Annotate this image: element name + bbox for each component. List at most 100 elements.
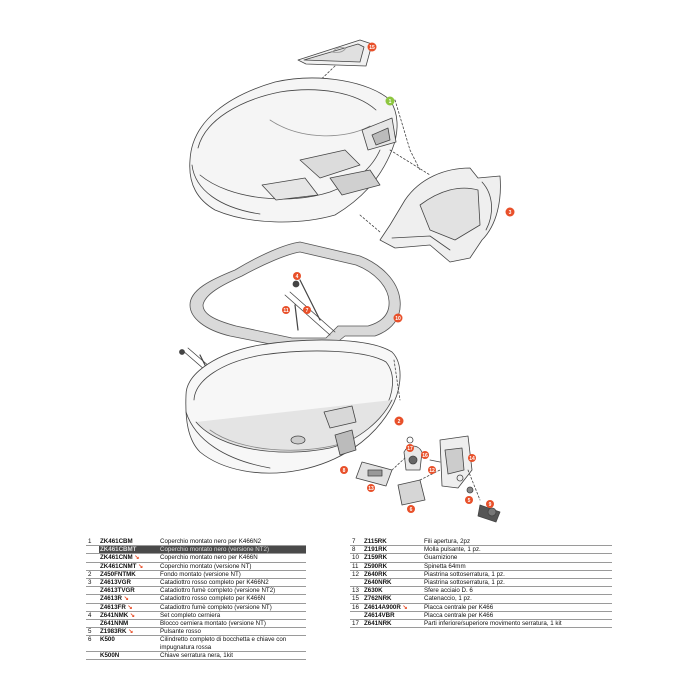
- callout-17: 17: [406, 444, 414, 452]
- callout-4a: 4: [293, 272, 301, 280]
- part-code: Z640RK: [363, 570, 423, 580]
- svg-text:3: 3: [509, 210, 512, 216]
- part-number: [86, 594, 99, 604]
- svg-text:15: 15: [369, 45, 375, 51]
- part-code: Z640NRK: [363, 578, 423, 588]
- part-number: [86, 562, 99, 571]
- part-code-text: ZK461CBMT: [100, 546, 137, 554]
- arrow-icon: ↘: [128, 611, 136, 619]
- part-code: ZK461CNM ↘: [99, 553, 159, 563]
- callout-7: 7: [303, 306, 311, 314]
- part-code: Z4613TVGR: [99, 586, 159, 596]
- part-code-text: ZK461CNM: [100, 554, 133, 562]
- arrow-icon: ↘: [122, 595, 129, 603]
- reflector-part: [379, 167, 501, 263]
- part-code-text: Z4614A900R: [364, 603, 401, 611]
- part-code: Z590RK: [363, 562, 423, 571]
- part-description: Parti inferiore/superiore movimento serr…: [423, 619, 612, 629]
- callout-9: 9: [486, 500, 494, 508]
- callout-8: 8: [340, 466, 348, 474]
- part-code-text: Z191RK: [364, 546, 388, 554]
- part-code-text: Z4613TVGR: [100, 587, 135, 595]
- callout-5: 5: [465, 496, 473, 504]
- part-description: Fondo montato (versione NT): [159, 570, 306, 580]
- part-code: Z1983RK ↘: [99, 627, 159, 637]
- part-description: Pulsante rosso: [159, 627, 306, 637]
- part-number: [86, 545, 99, 555]
- part-code-text: Z641NMK: [100, 611, 129, 619]
- part-number: [86, 619, 99, 629]
- part-number: 4: [86, 611, 99, 621]
- part-number: 13: [350, 586, 363, 596]
- svg-text:16: 16: [422, 453, 428, 459]
- parts-row: ZK461CNM ↘Coperchio montato nero per K46…: [86, 553, 306, 563]
- part-code: K500N: [99, 651, 159, 661]
- part-number: [86, 586, 99, 596]
- part-description: Guarnizione: [423, 553, 612, 563]
- part-number: 15: [350, 594, 363, 604]
- part-description: Catenaccio, 1 pz.: [423, 594, 612, 604]
- part-number: 3: [86, 578, 99, 588]
- part-code-text: Z4613VGR: [100, 579, 131, 587]
- part-code-text: K500: [100, 636, 115, 644]
- lid-part: [189, 77, 398, 223]
- svg-text:11: 11: [283, 308, 289, 314]
- base-part: [185, 339, 401, 474]
- part-code-text: Z640NRK: [364, 579, 392, 587]
- svg-text:5: 5: [468, 498, 471, 504]
- part-number: [86, 651, 99, 661]
- part-code: Z641NMK ↘: [99, 611, 159, 621]
- part-code: Z4613FR ↘: [99, 603, 159, 612]
- parts-row: ZK461CNMT ↘Coperchio montato (versione N…: [86, 562, 306, 571]
- svg-text:8: 8: [343, 468, 346, 474]
- callout-13: 13: [367, 484, 375, 492]
- arrow-icon: ↘: [400, 603, 408, 611]
- callout-11: 11: [282, 306, 290, 314]
- svg-text:14: 14: [469, 456, 475, 462]
- callout-16: 15: [367, 42, 377, 52]
- lock-mechanism-parts: [355, 435, 501, 523]
- part-code-text: ZK461CNMT: [100, 562, 137, 570]
- parts-row: Z4613FR ↘Catadiottro fumè completo (vers…: [86, 603, 306, 612]
- part-description: Blocco cerniera montato (versione NT): [159, 619, 306, 629]
- part-description: Sfere acciaio D. 6: [423, 586, 612, 596]
- callout-10: 10: [393, 313, 403, 323]
- part-code: Z115RK: [363, 538, 423, 547]
- part-description: Placca centrale per K466: [423, 611, 612, 621]
- parts-row: Z4613R ↘Catadiottro rosso completo per K…: [86, 594, 306, 604]
- part-number: 2: [86, 570, 99, 580]
- svg-text:6: 6: [410, 507, 413, 513]
- part-code: Z4613R ↘: [99, 594, 159, 604]
- svg-text:17: 17: [407, 446, 413, 452]
- part-code-text: ZK461CBM: [100, 538, 133, 545]
- callout-12: 12: [428, 466, 436, 474]
- part-description: Catadiottro fumè completo (versione NT): [159, 603, 306, 612]
- part-number: 7: [350, 538, 363, 547]
- svg-text:13: 13: [368, 486, 374, 492]
- part-number: [86, 553, 99, 563]
- part-description: Catadiottro rosso completo per K466N2: [159, 578, 306, 588]
- arrow-icon: ↘: [136, 562, 144, 570]
- part-number: 17: [350, 619, 363, 629]
- part-code: Z4614A900R ↘: [363, 603, 423, 612]
- part-description: Placca centrale per K466: [423, 603, 612, 612]
- svg-text:7: 7: [306, 308, 309, 314]
- part-code: Z4613VGR: [99, 578, 159, 588]
- svg-text:2: 2: [398, 419, 401, 425]
- part-description: Piastrina sottoserratura, 1 pz.: [423, 578, 612, 588]
- part-code-text: Z159RK: [364, 554, 388, 562]
- svg-text:1: 1: [389, 99, 392, 105]
- svg-text:4: 4: [296, 274, 299, 280]
